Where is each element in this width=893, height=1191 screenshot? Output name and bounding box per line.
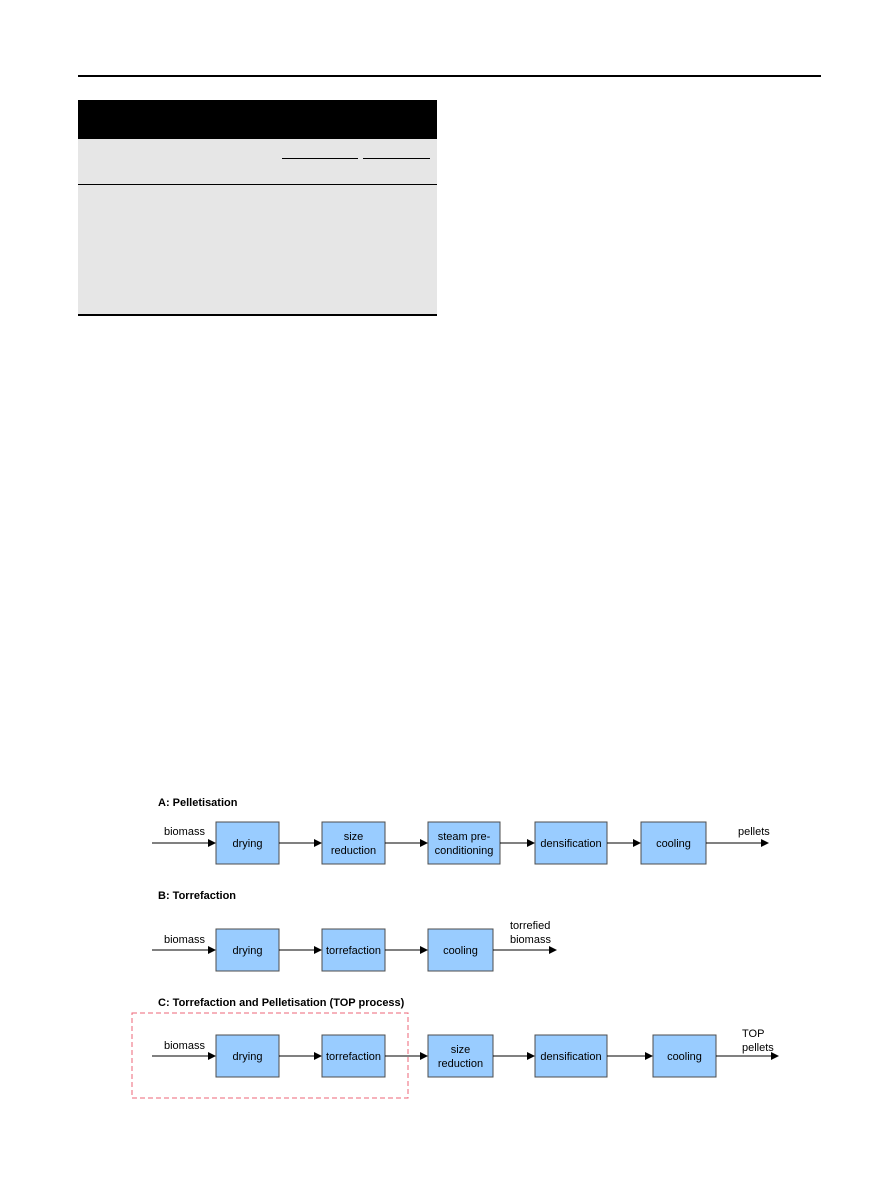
box-label: reduction xyxy=(331,845,376,857)
box-label: drying xyxy=(233,1051,263,1063)
process-box xyxy=(534,1034,608,1078)
top-process-highlight xyxy=(131,1012,409,1099)
process-box xyxy=(427,928,494,972)
process-box xyxy=(427,1034,494,1078)
section-b-input-label: biomass xyxy=(164,934,205,946)
process-box xyxy=(321,821,386,865)
section-c-title: C: Torrefaction and Pelletisation (TOP p… xyxy=(158,997,405,1009)
process-box xyxy=(427,821,501,865)
box-label: densification xyxy=(540,1051,601,1063)
process-box xyxy=(652,1034,717,1078)
page-header-rule xyxy=(78,75,821,77)
process-box xyxy=(321,928,386,972)
box-label: cooling xyxy=(443,945,478,957)
box-label: steam pre- xyxy=(438,831,491,843)
box-label: cooling xyxy=(656,838,691,850)
table-subheader-band xyxy=(78,139,437,185)
box-label: torrefaction xyxy=(326,945,381,957)
process-box xyxy=(215,1034,280,1078)
box-label: conditioning xyxy=(435,845,494,857)
section-a-output-label: pellets xyxy=(738,826,770,838)
section-b-output-label: biomass xyxy=(510,934,551,946)
section-c-output-label: TOP xyxy=(742,1028,764,1040)
box-label: size xyxy=(451,1044,471,1056)
process-box xyxy=(215,928,280,972)
section-a-title: A: Pelletisation xyxy=(158,797,238,809)
process-box xyxy=(534,821,608,865)
box-label: densification xyxy=(540,838,601,850)
section-c-input-label: biomass xyxy=(164,1040,205,1052)
section-c-output-label: pellets xyxy=(742,1042,774,1054)
data-table xyxy=(78,100,437,316)
box-label: cooling xyxy=(667,1051,702,1063)
box-label: reduction xyxy=(438,1058,483,1070)
box-label: torrefaction xyxy=(326,1051,381,1063)
table-body-band xyxy=(78,185,437,316)
process-box xyxy=(321,1034,386,1078)
box-label: drying xyxy=(233,838,263,850)
section-b-output-label: torrefied xyxy=(510,920,550,932)
section-b-title: B: Torrefaction xyxy=(158,890,236,902)
process-box xyxy=(215,821,280,865)
box-label: size xyxy=(344,831,364,843)
section-a-input-label: biomass xyxy=(164,826,205,838)
table-header-band xyxy=(78,100,437,139)
table-column-rule xyxy=(363,158,430,159)
box-label: drying xyxy=(233,945,263,957)
table-column-rule xyxy=(282,158,358,159)
